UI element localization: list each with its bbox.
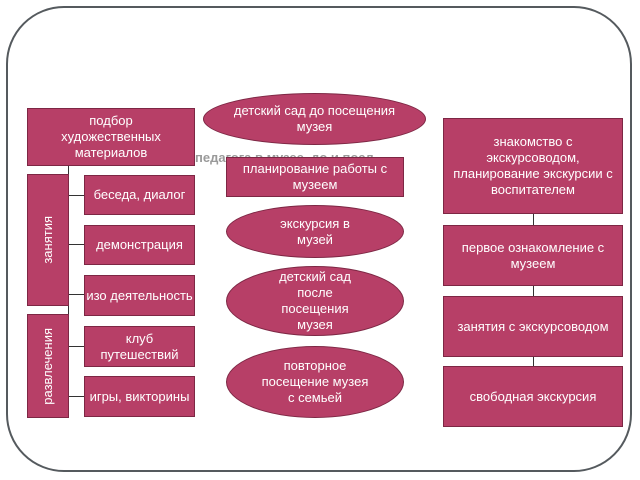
planning-box: планирование работы с музеем xyxy=(226,157,404,197)
left-connector-h1 xyxy=(68,195,84,196)
left-item-label: игры, викторины xyxy=(89,388,190,404)
left-connector-h4 xyxy=(68,346,84,347)
first-acquaintance-box: первое ознакомление с музеем xyxy=(443,225,623,286)
planning-label: планирование работы с музеем xyxy=(242,161,388,192)
left-item-label: беседа, диалог xyxy=(93,187,186,202)
free-excursion-box: свободная экскурсия xyxy=(443,366,623,427)
left-item-art-activity: изо деятельность xyxy=(84,275,195,316)
left-connector-h3 xyxy=(68,294,84,295)
materials-label: подбор художественных материалов xyxy=(61,113,161,160)
guide-intro-box: знакомство с экскурсоводом, планирование… xyxy=(443,118,623,214)
right-item-label: первое ознакомление с музеем xyxy=(461,239,605,271)
right-connector-vertical xyxy=(533,213,534,368)
entertainment-group-box: развлечения xyxy=(27,314,69,418)
left-item-demonstration: демонстрация xyxy=(84,225,195,265)
left-item-label: демонстрация xyxy=(96,237,183,252)
guide-lessons-box: занятия с экскурсоводом xyxy=(443,296,623,357)
right-item-label: свободная экскурсия xyxy=(469,388,597,404)
kindergarten-after-ellipse: детский сад после посещения музея xyxy=(226,266,404,336)
kindergarten-before-ellipse: детский сад до посещения музея xyxy=(203,93,426,145)
excursion-label: экскурсия в музей xyxy=(280,215,350,247)
left-item-label: клуб путешествий xyxy=(100,330,179,362)
left-item-games: игры, викторины xyxy=(84,376,195,417)
repeat-visit-label: повторное посещение музея с семьей xyxy=(261,358,369,405)
materials-box: подбор художественных материалов xyxy=(27,108,195,166)
kindergarten-after-label: детский сад после посещения музея xyxy=(279,269,351,332)
left-item-conversation: беседа, диалог xyxy=(84,175,195,215)
left-connector-h2 xyxy=(68,244,84,245)
left-connector-h5 xyxy=(68,396,84,397)
kindergarten-before-label: детский сад до посещения музея xyxy=(233,103,396,134)
entertainment-group-label: развлечения xyxy=(40,327,55,405)
left-item-label: изо деятельность xyxy=(86,287,193,303)
excursion-ellipse: экскурсия в музей xyxy=(226,205,404,258)
right-item-label: занятия с экскурсоводом xyxy=(457,318,609,334)
repeat-visit-ellipse: повторное посещение музея с семьей xyxy=(226,346,404,418)
lessons-group-label: занятия xyxy=(40,216,55,264)
right-item-label: знакомство с экскурсоводом, планирование… xyxy=(453,134,613,197)
left-item-travel-club: клуб путешествий xyxy=(84,326,195,367)
lessons-group-box: занятия xyxy=(27,174,69,306)
